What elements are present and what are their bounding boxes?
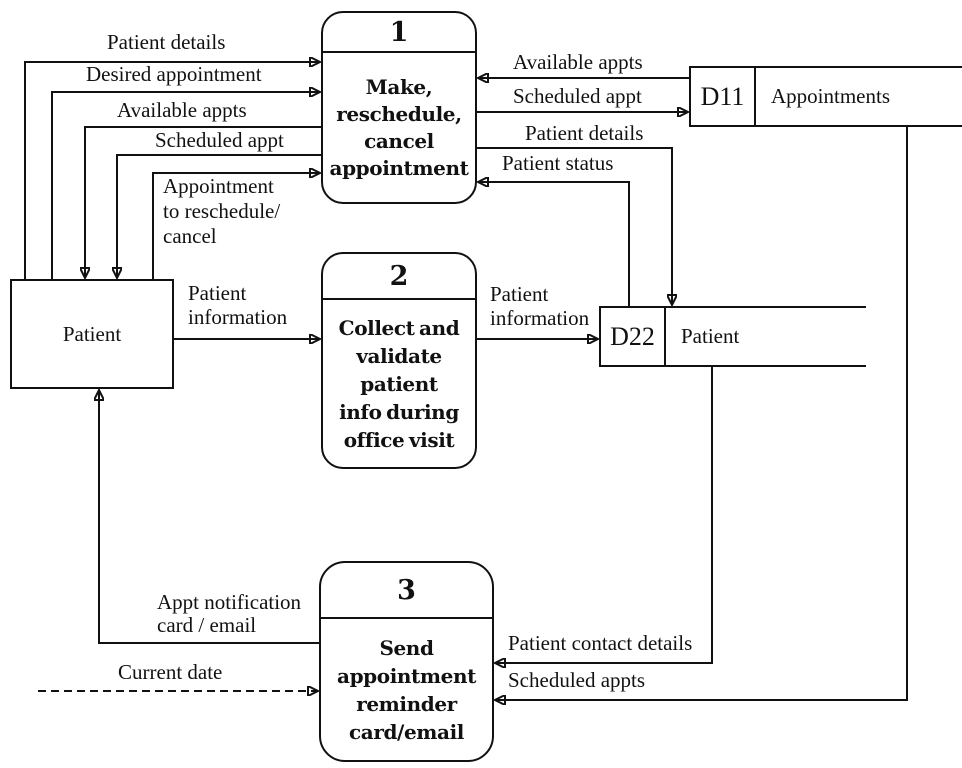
flow-line-patient-status-to-process1 (478, 182, 630, 306)
entity-patient-label: Patient (62, 321, 122, 346)
datastore-d11-name: Appointments (771, 84, 890, 108)
flow-line-available-appts-to-patient (85, 126, 321, 278)
process-2-title: Collect and validate patient info during… (338, 315, 460, 452)
datastore-d22: D22 Patient (599, 306, 866, 367)
process-3: 3 Send appointment reminder card/email (319, 561, 494, 762)
flow-label-patient-information-left: Patient information (188, 281, 288, 329)
flow-line-patient-details-to-d22 (476, 147, 672, 305)
process-1: 1 Make, reschedule, cancel appointment (321, 11, 477, 204)
flow-line-desired-appointment-to-process1 (51, 92, 320, 279)
process-2-number: 2 (323, 254, 475, 300)
flow-line-scheduled-appts-to-process3 (495, 127, 908, 700)
flow-label-patient-details-left: Patient details (107, 30, 226, 54)
datastore-d22-id: D22 (601, 308, 666, 365)
flow-line-appt-notification-to-patient (99, 390, 319, 644)
process-2: 2 Collect and validate patient info duri… (321, 252, 477, 469)
datastore-d22-name: Patient (681, 324, 740, 348)
flow-label-appt-notification-card-email: Appt notification card / email (157, 590, 302, 637)
entity-patient: Patient (10, 279, 174, 389)
flow-label-current-date: Current date (118, 660, 223, 684)
flow-line-scheduled-appt-to-patient (117, 154, 321, 278)
flow-label-patient-contact-details: Patient contact details (508, 631, 693, 655)
flow-line-appt-reschedule-to-process1 (152, 173, 320, 279)
process-1-number: 1 (323, 13, 475, 53)
process-3-number: 3 (321, 563, 492, 619)
flow-label-scheduled-appt-left: Scheduled appt (155, 128, 284, 152)
flow-label-desired-appointment: Desired appointment (86, 62, 262, 86)
process-3-title: Send appointment reminder card/email (337, 635, 476, 744)
flow-line-patient-contact-details-to-process3 (495, 367, 713, 663)
flow-label-available-appts-left: Available appts (117, 98, 247, 122)
flow-label-scheduled-appts: Scheduled appts (508, 668, 646, 692)
flow-label-available-appts-right: Available appts (513, 50, 643, 74)
flow-label-patient-information-right: Patient information (490, 282, 590, 330)
datastore-d11-id: D11 (691, 68, 756, 125)
flow-label-patient-status: Patient status (502, 151, 614, 175)
datastore-d11: D11 Appointments (689, 66, 962, 127)
flow-label-scheduled-appt-right: Scheduled appt (513, 84, 642, 108)
flow-line-patient-details-to-process1 (24, 62, 320, 279)
flow-label-appointment-to-reschedule-cancel: Appointment to reschedule/ cancel (163, 174, 281, 248)
process-1-title: Make, reschedule, cancel appointment (329, 74, 469, 180)
flow-label-patient-details-right: Patient details (525, 121, 644, 145)
